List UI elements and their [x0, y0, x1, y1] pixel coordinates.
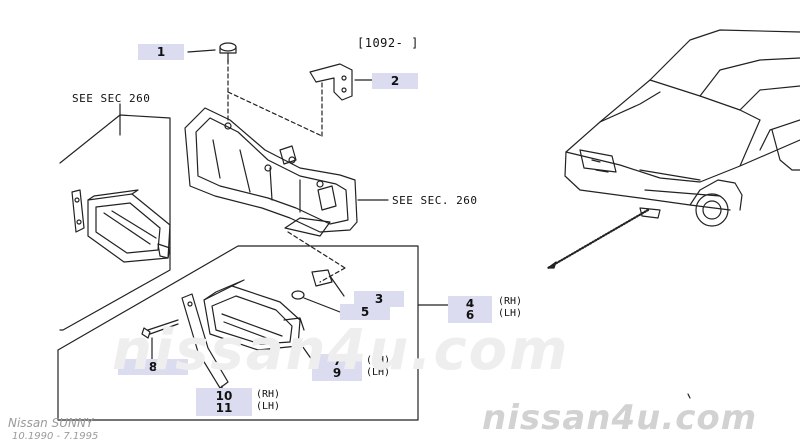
bulb-part-3 — [311, 269, 345, 297]
ref-sec-260-right: SEE SEC. 260 — [392, 194, 478, 207]
callout-part-5[interactable]: 5 — [340, 304, 390, 320]
callout-part-8[interactable]: 8 — [118, 359, 188, 375]
leader-lines — [227, 59, 346, 283]
side-marker-10-11: (RH) (LH) — [256, 389, 280, 413]
ref-sec-260-left: SEE SEC 260 — [72, 92, 151, 105]
lamp-assembly-box — [57, 245, 449, 421]
fog-lamp-part-7 — [203, 279, 313, 361]
car-pointer — [546, 207, 661, 270]
callout-part-11[interactable]: 11 — [196, 400, 252, 416]
car-illustration — [564, 29, 800, 399]
bracket-part-2 — [309, 63, 353, 101]
side-marker-7-9: (RH) (LH) — [366, 355, 390, 379]
side-marker-4-6: (RH) (LH) — [498, 296, 522, 320]
watermark-model: Nissan SUNNY — [8, 416, 94, 430]
side-lh: (LH) — [366, 367, 391, 378]
side-lh: (LH) — [256, 401, 281, 412]
catalog-code: [1092- ] — [357, 36, 419, 50]
callout-part-2[interactable]: 2 — [372, 73, 418, 89]
clip-part-1 — [219, 42, 237, 63]
bracket-assembly — [184, 107, 358, 237]
watermark-ghost: nissan4u.com — [112, 318, 570, 383]
watermark-range: 10.1990 - 7.1995 — [12, 431, 99, 442]
side-lh: (LH) — [498, 308, 523, 319]
side-rh: (RH) — [498, 296, 523, 307]
fog-lamp-reference-panel — [59, 114, 171, 331]
socket-part-5 — [291, 290, 341, 313]
side-rh: (RH) — [366, 355, 391, 366]
callout-part-6[interactable]: 6 — [448, 307, 492, 323]
side-rh: (RH) — [256, 389, 281, 400]
screw-part-8 — [141, 319, 179, 361]
callout-part-3[interactable]: 3 — [354, 291, 404, 307]
callout-part-1[interactable]: 1 — [138, 44, 184, 60]
watermark-brand: nissan4u.com — [482, 398, 758, 438]
callout-part-9[interactable]: 9 — [312, 365, 362, 381]
